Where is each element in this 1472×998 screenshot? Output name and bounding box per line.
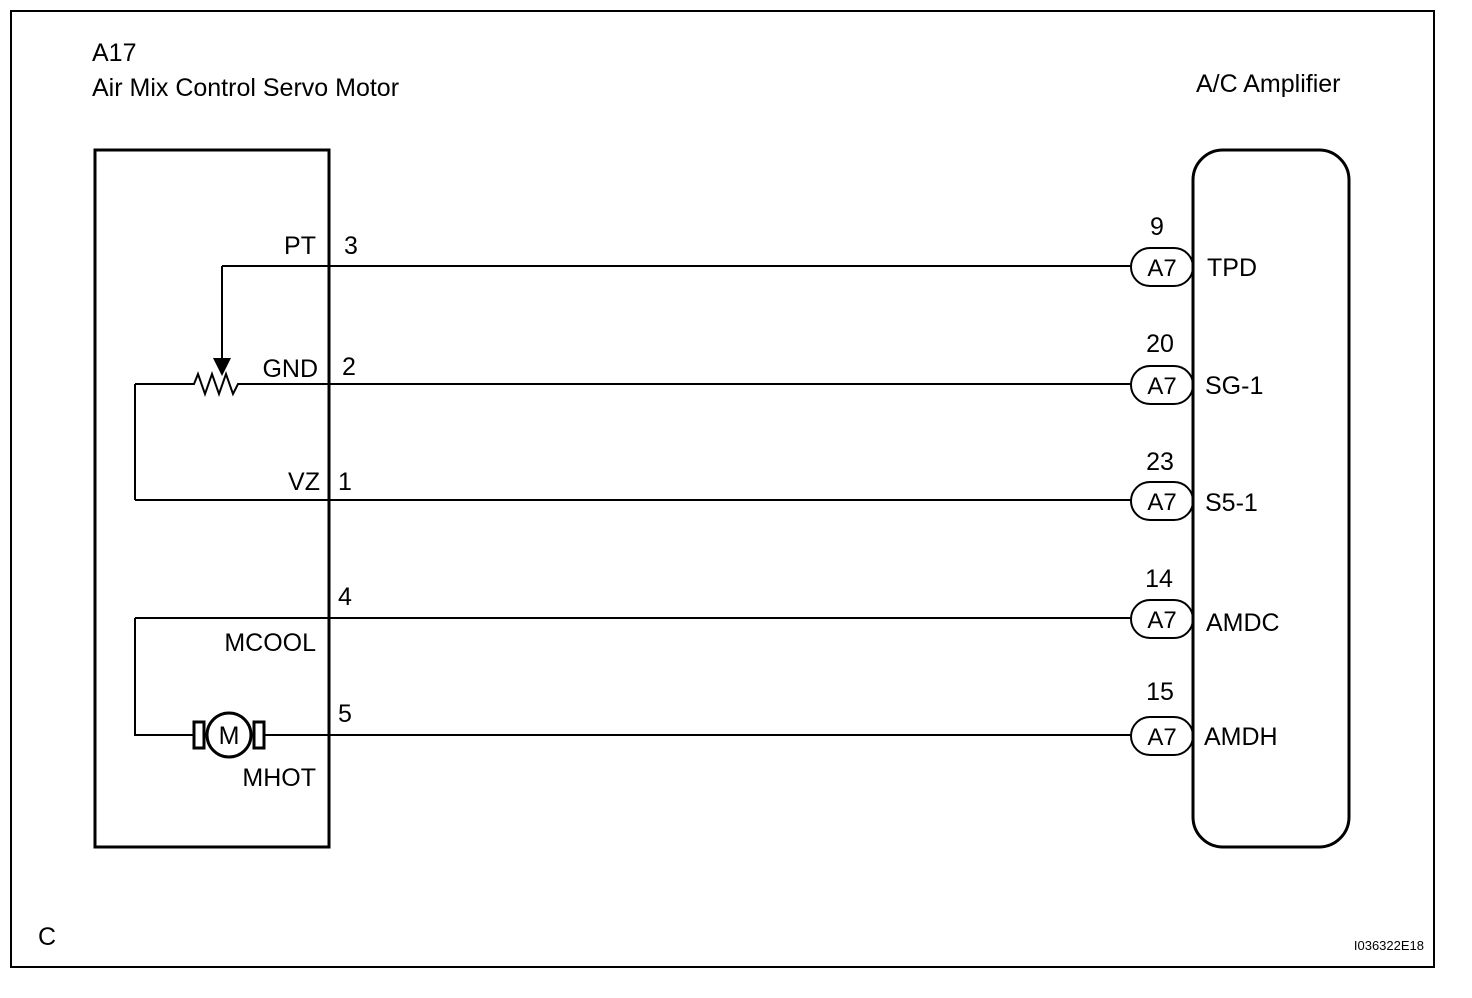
terminal-label-gnd: GND (262, 355, 318, 383)
motor-code: A17 (92, 39, 136, 67)
motor-brush-right-icon (252, 720, 266, 750)
amp-terminal-tpd: TPD (1207, 254, 1257, 282)
connector-code: A7 (1147, 373, 1176, 400)
motor-pin-2: 2 (342, 353, 356, 381)
connector-pill (1130, 599, 1194, 639)
motor-symbol-letter: M (219, 722, 240, 750)
amplifier-name: A/C Amplifier (1196, 70, 1340, 98)
terminal-label-mhot: MHOT (242, 764, 316, 792)
amp-pin-9: 9 (1150, 213, 1164, 241)
amp-terminal-amdh: AMDH (1204, 723, 1278, 751)
motor-loop-line (134, 618, 194, 736)
amp-pin-20: 20 (1146, 330, 1174, 358)
motor-brush-left-icon (192, 720, 206, 750)
terminal-label-vz: VZ (288, 468, 320, 496)
connector-code: A7 (1147, 489, 1176, 516)
motor-pin-5: 5 (338, 700, 352, 728)
motor-pin-4: 4 (338, 583, 352, 611)
motor-pin-1: 1 (338, 468, 352, 496)
connector-code: A7 (1147, 607, 1176, 634)
motor-pin-3: 3 (344, 232, 358, 260)
potentiometer-resistor-icon (135, 370, 242, 398)
amp-terminal-amdc: AMDC (1206, 609, 1280, 637)
terminal-label-pt: PT (284, 232, 316, 260)
connector-pill (1130, 716, 1194, 756)
amp-pin-15: 15 (1146, 678, 1174, 706)
connector-pill (1130, 481, 1194, 521)
outer-frame (10, 10, 1435, 968)
amp-terminal-s51: S5-1 (1205, 489, 1258, 517)
connector-code: A7 (1147, 724, 1176, 751)
figure-id: I036322E18 (1354, 938, 1424, 953)
amp-terminal-sg1: SG-1 (1205, 372, 1263, 400)
connector-pill (1130, 247, 1194, 287)
motor-icon (205, 711, 253, 759)
amp-pin-14: 14 (1145, 565, 1173, 593)
motor-box (93, 148, 331, 849)
connector-pill (1130, 365, 1194, 405)
connector-code: A7 (1147, 255, 1176, 282)
motor-name: Air Mix Control Servo Motor (92, 74, 399, 102)
amp-pin-23: 23 (1146, 448, 1174, 476)
corner-letter: C (38, 923, 56, 951)
terminal-label-mcool: MCOOL (224, 629, 316, 657)
wiper-arrow-icon (213, 358, 231, 376)
